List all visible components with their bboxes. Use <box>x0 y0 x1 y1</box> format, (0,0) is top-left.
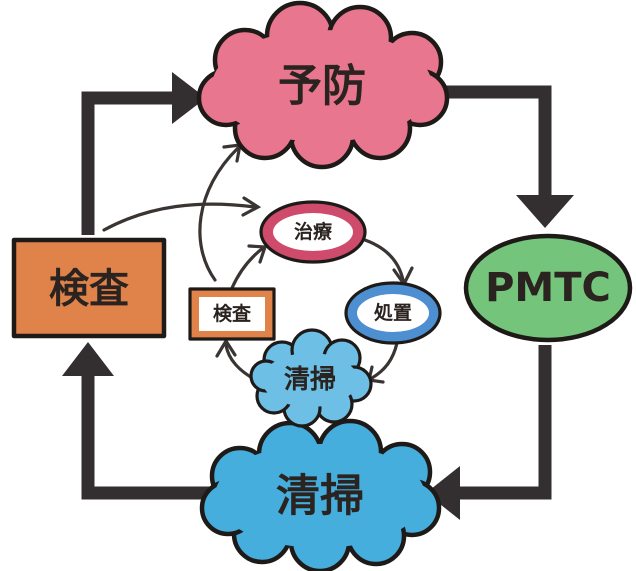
node-exam-outer: 検査 <box>11 237 167 339</box>
arrow-head-pmtc <box>516 195 574 228</box>
node-pmtc: PMTC <box>463 233 633 343</box>
arrow-inner-exam-to-treatment <box>230 246 265 290</box>
arrow-head-exam <box>62 342 114 376</box>
exam-inner-label: 検査 <box>213 302 252 325</box>
arrow-inner-exam-to-prevention <box>198 146 240 282</box>
arrow-exam-to-treatment <box>102 202 257 232</box>
node-prevention: 予防 <box>196 0 450 170</box>
arrow-head-prevention <box>172 72 206 124</box>
arrow-procedure-to-cleaning <box>370 341 399 380</box>
node-treatment: 治療 <box>259 200 367 264</box>
procedure-ellipse-inner <box>357 294 429 332</box>
node-cleaning-outer: 清掃 <box>199 418 442 571</box>
cleaning-outer-label: 清掃 <box>276 471 364 522</box>
cleaning-inner-label: 清掃 <box>284 365 336 395</box>
pmtc-label: PMTC <box>485 265 611 311</box>
procedure-label: 処置 <box>374 301 412 324</box>
prevention-label: 予防 <box>278 61 366 112</box>
arrow-treatment-to-procedure <box>363 238 405 282</box>
exam-outer-box <box>11 237 167 339</box>
treatment-ellipse-inner <box>273 213 353 251</box>
arrow-prevention-to-pmtc <box>436 85 552 205</box>
outer-arrows <box>62 72 574 520</box>
pmtc-ellipse <box>463 233 633 343</box>
node-cleaning-inner: 清掃 <box>249 328 373 428</box>
node-procedure: 処置 <box>344 281 442 345</box>
arrow-head-cleaning <box>426 466 460 520</box>
arrow-pmtc-to-cleaning <box>448 345 552 500</box>
treatment-label: 治療 <box>294 220 333 243</box>
arrow-cleaning-to-exam <box>81 368 212 500</box>
node-exam-inner: 検査 <box>188 287 276 341</box>
exam-outer-label: 検査 <box>49 266 129 312</box>
arrow-exam-to-prevention <box>81 91 200 235</box>
exam-inner-box-inner <box>199 297 265 331</box>
